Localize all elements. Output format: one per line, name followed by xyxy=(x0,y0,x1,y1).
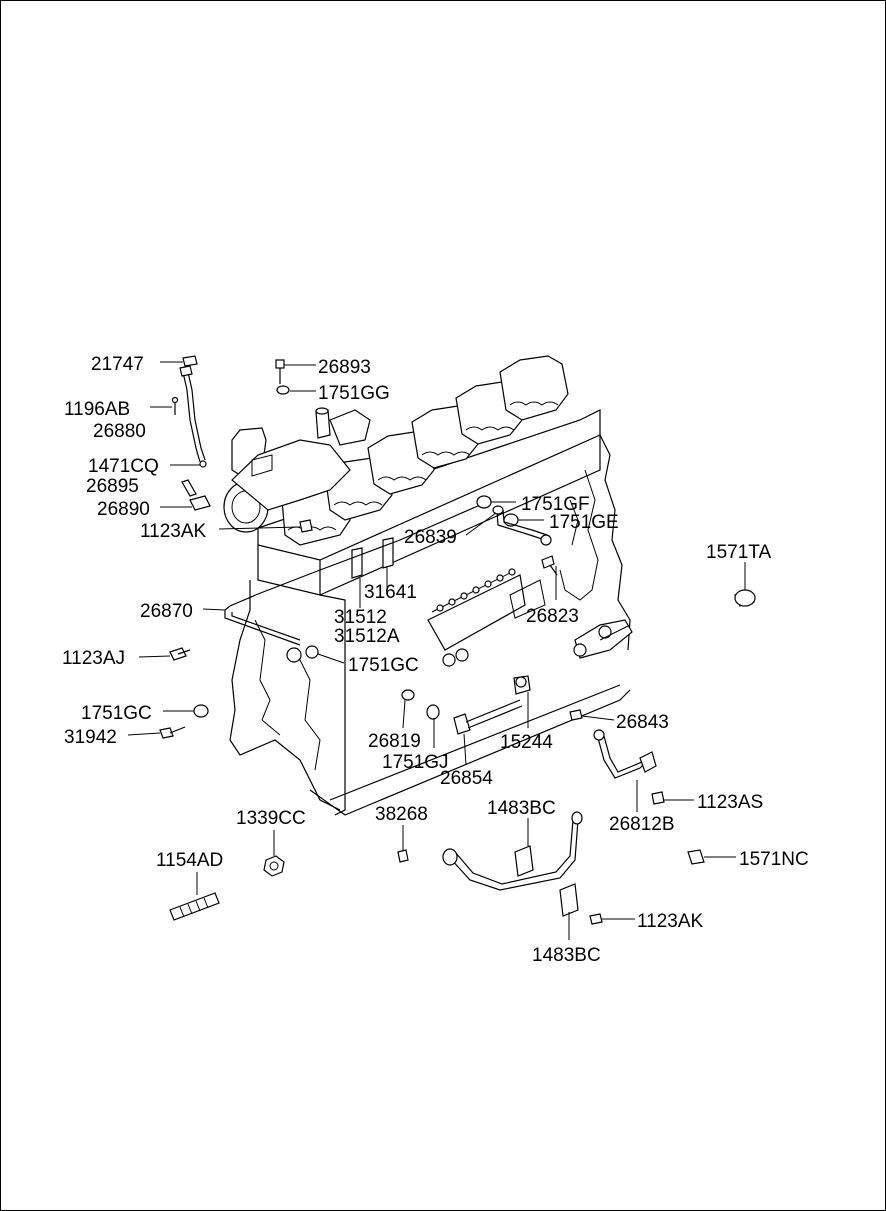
label-31512a[interactable]: 31512A xyxy=(334,626,400,647)
label-26819[interactable]: 26819 xyxy=(368,731,421,752)
label-31641[interactable]: 31641 xyxy=(364,582,417,603)
label-26895[interactable]: 26895 xyxy=(86,476,139,497)
label-1751gg[interactable]: 1751GG xyxy=(318,383,390,404)
label-38268[interactable]: 38268 xyxy=(375,804,428,825)
label-26854[interactable]: 26854 xyxy=(440,768,493,789)
label-26890[interactable]: 26890 xyxy=(97,499,150,520)
label-31942[interactable]: 31942 xyxy=(64,727,117,748)
engine-block xyxy=(223,355,633,816)
label-1123as[interactable]: 1123AS xyxy=(697,792,763,813)
label-1751gj[interactable]: 1751GJ xyxy=(382,752,449,773)
label-1483bc-bottom[interactable]: 1483BC xyxy=(532,945,601,966)
label-1571nc[interactable]: 1571NC xyxy=(739,849,809,870)
label-26880[interactable]: 26880 xyxy=(93,421,146,442)
label-21747[interactable]: 21747 xyxy=(91,354,144,375)
label-1339cc[interactable]: 1339CC xyxy=(236,808,306,829)
label-1751gc-right[interactable]: 1751GC xyxy=(348,655,419,676)
label-1751ge[interactable]: 1751GE xyxy=(549,512,619,533)
label-1751gf[interactable]: 1751GF xyxy=(521,494,590,515)
label-1196ab[interactable]: 1196AB xyxy=(64,399,130,420)
label-26843[interactable]: 26843 xyxy=(616,712,669,733)
label-1471cq[interactable]: 1471CQ xyxy=(88,456,159,477)
leader-lines xyxy=(127,361,746,940)
label-1483bc-top[interactable]: 1483BC xyxy=(487,798,556,819)
label-31512[interactable]: 31512 xyxy=(334,607,387,628)
part-labels: 21747 26893 1751GG 1196AB 26880 1471CQ 2… xyxy=(62,354,809,966)
label-26812b[interactable]: 26812B xyxy=(609,814,675,835)
label-26893[interactable]: 26893 xyxy=(318,357,371,378)
label-1154ad[interactable]: 1154AD xyxy=(156,850,223,871)
label-26823[interactable]: 26823 xyxy=(526,606,579,627)
label-15244[interactable]: 15244 xyxy=(500,732,553,753)
injector-nozzles xyxy=(436,568,516,612)
label-1571ta[interactable]: 1571TA xyxy=(706,542,771,563)
label-1123ak-top[interactable]: 1123AK xyxy=(140,521,207,542)
small-parts xyxy=(159,355,756,925)
label-1123aj[interactable]: 1123AJ xyxy=(62,648,125,669)
label-26839[interactable]: 26839 xyxy=(404,527,457,548)
label-26870[interactable]: 26870 xyxy=(140,601,193,622)
label-1751gc-left[interactable]: 1751GC xyxy=(81,703,152,724)
label-1123ak-bottom[interactable]: 1123AK xyxy=(637,911,704,932)
